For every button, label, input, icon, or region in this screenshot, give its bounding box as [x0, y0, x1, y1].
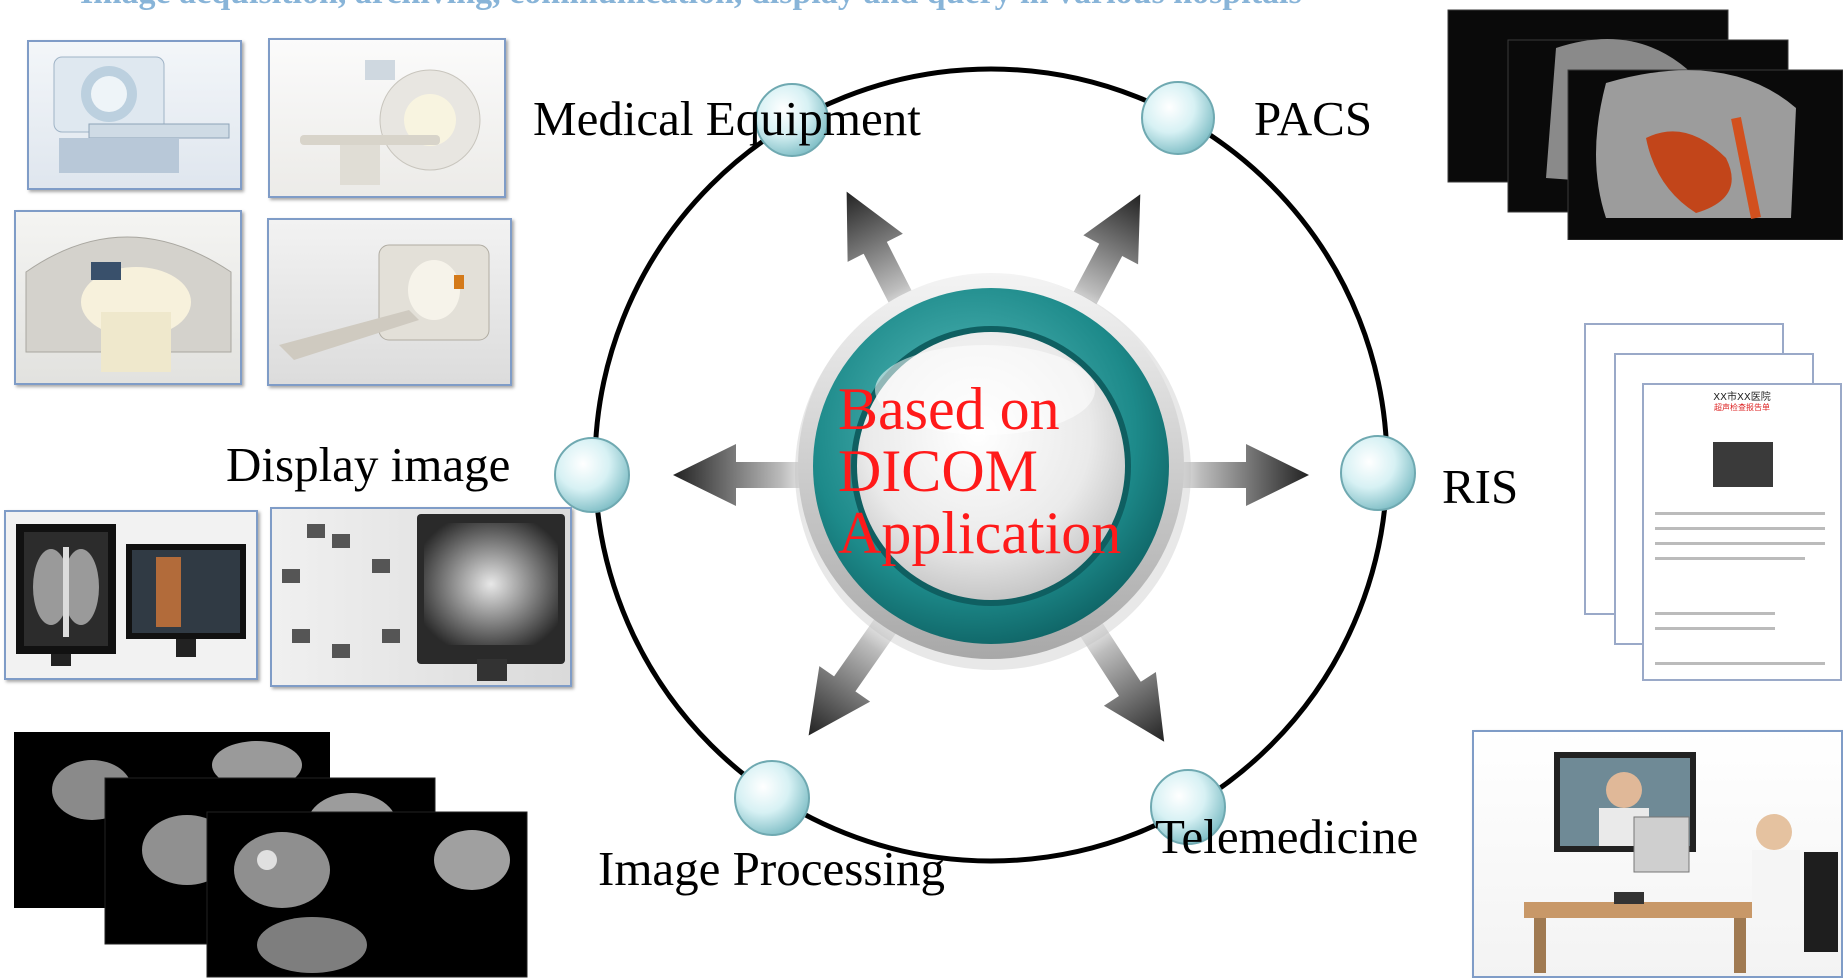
report-hospital-name: XX市XX医院 — [1713, 392, 1771, 403]
center-line-1: Based on — [838, 376, 1060, 442]
node-telemedicine — [1150, 769, 1226, 845]
mri-scanner-image-1 — [27, 40, 242, 190]
label-ris: RIS — [1442, 459, 1519, 514]
node-image-processing — [734, 760, 810, 836]
ris-reports-image: XX市XX医院 超声检查报告单 — [1583, 322, 1843, 682]
center-title: Based on DICOM Application — [838, 378, 1121, 564]
node-display-image — [554, 437, 630, 513]
label-image-processing: Image Processing — [598, 841, 945, 896]
telemedicine-image — [1472, 730, 1843, 978]
center-line-2: DICOM — [838, 438, 1039, 504]
center-line-3: Application — [838, 500, 1122, 566]
node-medical-equipment — [755, 83, 829, 157]
ct-scanner-image — [267, 218, 512, 386]
label-pacs: PACS — [1254, 91, 1373, 146]
arrow-left — [673, 444, 841, 506]
xray-monitors-image — [4, 510, 258, 680]
ct-slices-image — [12, 730, 530, 978]
center-hub — [795, 273, 1191, 670]
open-mri-image — [14, 210, 242, 385]
spect-scanner-image — [268, 38, 506, 198]
pacs-3d-skull-image — [1446, 8, 1843, 240]
label-telemedicine: Telemedicine — [1155, 809, 1419, 864]
top-banner: Image acquisition, archiving, communicat… — [80, 0, 1640, 14]
display-software-image — [270, 507, 572, 687]
node-pacs — [1141, 81, 1215, 155]
arrow-right — [1141, 444, 1309, 506]
label-medical-equipment: Medical Equipment — [533, 91, 921, 146]
report-title: 超声检查报告单 — [1714, 403, 1770, 412]
label-display-image: Display image — [226, 437, 511, 492]
node-ris — [1340, 435, 1416, 511]
